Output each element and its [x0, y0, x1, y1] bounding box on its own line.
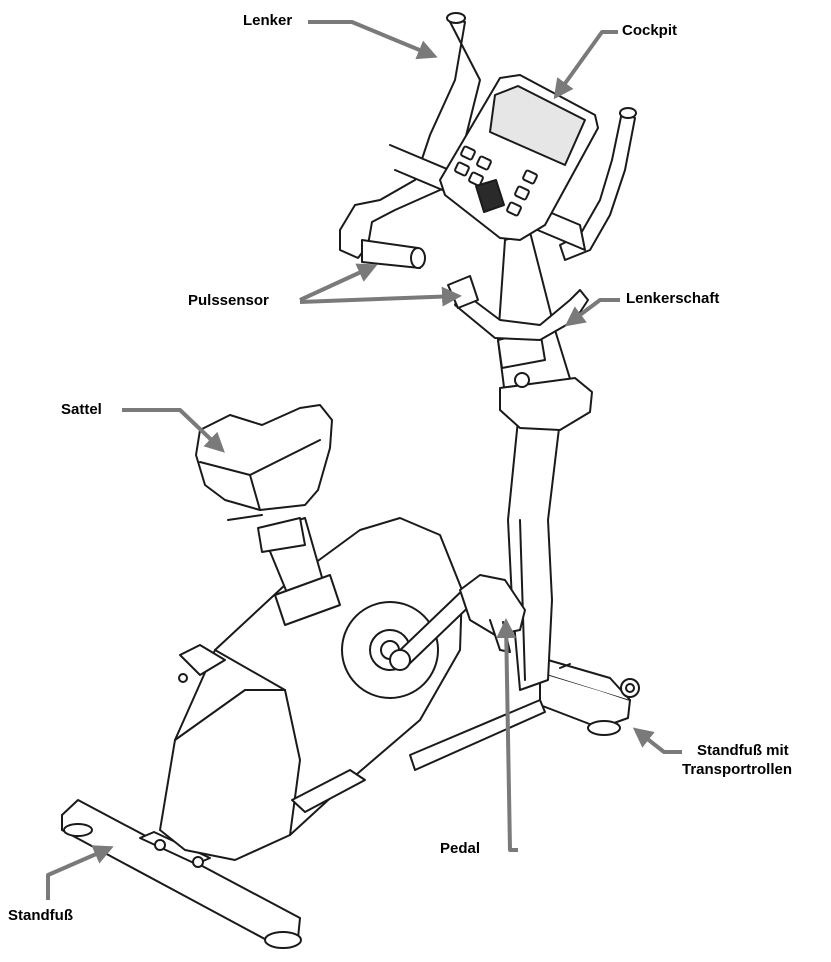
label-lenkerschaft: Lenkerschaft — [626, 290, 720, 307]
label-pedal: Pedal — [440, 840, 481, 857]
lower-frame — [409, 699, 546, 771]
arrow-lenker — [308, 20, 438, 60]
console-screen — [489, 85, 586, 166]
front-base — [61, 799, 302, 949]
arrow-sattel — [122, 408, 225, 453]
saddle — [195, 404, 333, 511]
rear-base-with-wheels — [539, 659, 640, 736]
arrow-pedal — [496, 618, 518, 852]
label-pulssensor: Pulssensor — [188, 292, 269, 309]
leader-arrows — [46, 20, 682, 900]
label-standfuss-rollen-1: Standfuß mit — [697, 742, 789, 759]
cockpit-console — [439, 74, 599, 241]
arrow-standfuss-rollen — [632, 727, 682, 754]
seat-post — [227, 514, 341, 626]
handlebar-clamp — [499, 377, 593, 431]
arrow-pulssensor-1 — [299, 263, 378, 302]
label-cockpit: Cockpit — [622, 22, 678, 39]
pulse-sensor-grips — [361, 239, 479, 309]
clamp-knob — [514, 372, 530, 388]
arrow-lenkerschaft — [564, 298, 620, 327]
label-lenker: Lenker — [243, 12, 293, 29]
label-standfuss: Standfuß — [8, 907, 73, 924]
flywheel-housing — [159, 517, 463, 861]
arrow-standfuss — [46, 845, 114, 900]
bike-illustration — [61, 12, 640, 949]
arrow-cockpit — [553, 30, 618, 100]
arrow-pulssensor-2 — [299, 286, 462, 307]
label-standfuss-rollen-2: Transportrollen — [682, 761, 793, 778]
label-sattel: Sattel — [61, 401, 102, 418]
